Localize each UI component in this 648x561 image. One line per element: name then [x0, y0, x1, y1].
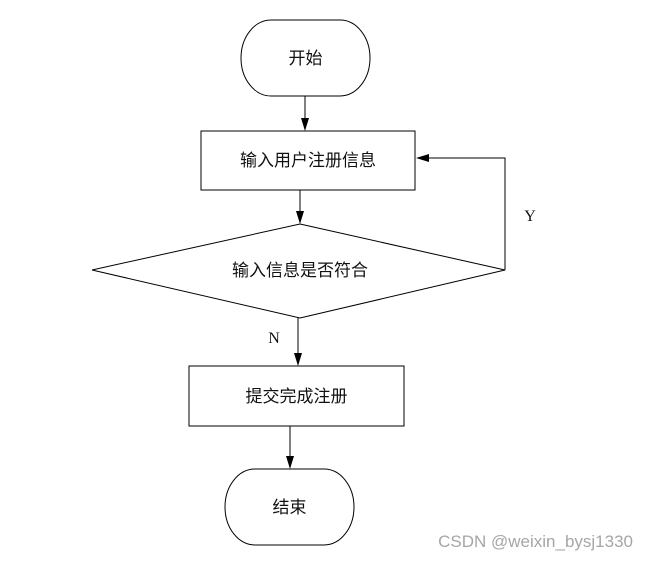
no-label: N [268, 330, 280, 347]
edge-input-to-decision [296, 190, 304, 224]
start-node-label: 开始 [289, 49, 323, 69]
input-node-label: 输入用户注册信息 [240, 151, 376, 171]
end-node: 结束 [224, 468, 355, 546]
decision-node-label: 输入信息是否符合 [232, 261, 368, 281]
input-node: 输入用户注册信息 [200, 130, 416, 191]
edge-decision-yes-loop: Y [416, 154, 536, 270]
edge-decision-no: N [268, 318, 302, 366]
end-node-label: 结束 [273, 498, 307, 518]
decision-node: 输入信息是否符合 [91, 223, 506, 319]
watermark-text: CSDN @weixin_bysj1330 [438, 532, 633, 551]
input-node-shape [200, 130, 416, 191]
edge-submit-to-end [286, 426, 294, 469]
submit-node: 提交完成注册 [188, 365, 405, 427]
submit-node-shape [188, 365, 405, 427]
decision-node-shape [91, 223, 506, 319]
start-node: 开始 [240, 19, 371, 97]
edge-start-to-input [301, 96, 309, 131]
end-node-shape [224, 468, 355, 546]
submit-node-label: 提交完成注册 [246, 387, 348, 407]
yes-label: Y [524, 208, 536, 225]
